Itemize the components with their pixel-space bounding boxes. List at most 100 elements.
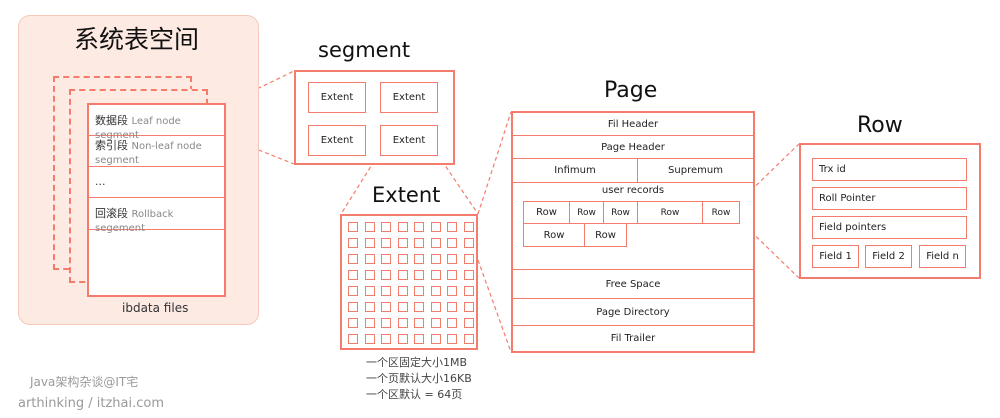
watermark-line-2: arthinking / itzhai.com: [18, 396, 165, 411]
extent-page-cell: [430, 270, 441, 280]
page-fil-header: Fil Header: [513, 113, 753, 136]
extent-page-cell: [463, 254, 474, 264]
extent-page-cell: [364, 302, 375, 312]
extent-page-cell: [463, 318, 474, 328]
extent-page-cell: [447, 254, 457, 264]
row-field-pointers: Field pointers: [812, 216, 967, 239]
extent-page-cell: [397, 302, 408, 312]
row-roll-pointer: Roll Pointer: [812, 187, 967, 210]
extent-page-cell: [364, 238, 375, 248]
extent-page-cell: [381, 270, 391, 280]
extent-page-cell: [463, 334, 474, 344]
record-row: Row: [569, 201, 604, 224]
segment-ellipsis: ...: [89, 167, 224, 198]
extent-page-cell: [397, 254, 408, 264]
record-row: Row: [584, 223, 627, 247]
extent-page-cell: [348, 286, 358, 296]
extent-page-cell: [364, 222, 375, 232]
page-infimum: Infimum: [513, 159, 638, 182]
page-infimum-supremum: Infimum Supremum: [513, 159, 753, 183]
extent-page-cell: [430, 334, 441, 344]
extent-page-cell: [447, 334, 457, 344]
ibdata-file: 数据段 Leaf node segment 索引段 Non-leaf node …: [87, 103, 226, 297]
row-field-1: Field 1: [812, 245, 859, 268]
extent-page-cell: [414, 270, 424, 280]
page-supremum: Supremum: [668, 165, 723, 176]
extent-page-cell: [463, 238, 474, 248]
extent-page-cell: [463, 270, 474, 280]
row-box: Trx id Roll Pointer Field pointers Field…: [799, 143, 981, 279]
watermark-line-1: Java架构杂谈@IT宅: [30, 375, 139, 389]
extent-page-cell: [430, 238, 441, 248]
extent-page-cell: [381, 302, 391, 312]
segment-extent-1: Extent: [308, 82, 366, 113]
record-row: Row: [702, 201, 740, 224]
page-user-records: user records: [601, 185, 665, 196]
extent-page-cell: [414, 238, 424, 248]
page-title: Page: [604, 78, 658, 103]
extent-page-cell: [430, 318, 441, 328]
extent-page-cell: [348, 318, 358, 328]
extent-page-cell: [463, 302, 474, 312]
extent-page-cell: [381, 254, 391, 264]
extent-page-cell: [430, 302, 441, 312]
page-fil-trailer: Fil Trailer: [610, 333, 656, 344]
extent-page-cell: [414, 334, 424, 344]
record-row: Row: [637, 201, 703, 224]
extent-page-cell: [463, 286, 474, 296]
extent-page-cell: [414, 302, 424, 312]
extent-page-cell: [414, 318, 424, 328]
segment-title: segment: [318, 38, 411, 62]
extent-page-cell: [348, 302, 358, 312]
extent-page-cell: [348, 238, 358, 248]
page-free-space: Free Space: [513, 269, 753, 299]
extent-page-cell: [463, 222, 474, 232]
row-field-2: Field 2: [865, 245, 912, 268]
extent-page-cell: [397, 270, 408, 280]
extent-page-cell: [397, 286, 408, 296]
extent-page-cell: [364, 334, 375, 344]
extent-note-page: 一个页默认大小16KB: [366, 372, 472, 385]
row-field-n: Field n: [919, 245, 966, 268]
extent-page-cell: [414, 286, 424, 296]
extent-page-cell: [447, 270, 457, 280]
extent-page-cell: [414, 254, 424, 264]
extent-page-cell: [381, 222, 391, 232]
row-trx-id: Trx id: [812, 158, 967, 181]
extent-page-cell: [397, 334, 408, 344]
extent-page-cell: [348, 222, 358, 232]
extent-note-count: 一个区默认 = 64页: [366, 388, 463, 401]
extent-title: Extent: [372, 183, 441, 207]
segment-leaf: 数据段 Leaf node segment: [89, 105, 224, 141]
extent-page-cell: [397, 238, 408, 248]
record-row: Row: [603, 201, 638, 224]
extent-page-cell: [397, 318, 408, 328]
extent-page-cell: [364, 254, 375, 264]
record-row: Row: [523, 223, 585, 247]
record-row: Row: [523, 201, 570, 224]
segment-rollback: 回滚段 Rollback segement: [89, 198, 224, 234]
ibdata-files-label: ibdata files: [122, 301, 189, 315]
system-tablespace-title: 系统表空间: [74, 25, 200, 54]
extent-page-cell: [447, 238, 457, 248]
segment-extent-4: Extent: [380, 125, 438, 156]
extent-page-cell: [447, 302, 457, 312]
extent-page-cell: [397, 222, 408, 232]
extent-page-cell: [430, 254, 441, 264]
extent-page-grid: [340, 214, 478, 350]
extent-page-cell: [447, 318, 457, 328]
extent-page-cell: [348, 270, 358, 280]
extent-page-cell: [348, 334, 358, 344]
extent-page-cell: [381, 238, 391, 248]
segment-nonleaf: 索引段 Non-leaf node segment: [89, 136, 224, 167]
extent-page-cell: [430, 222, 441, 232]
extent-page-cell: [348, 254, 358, 264]
page-page-header: Page Header: [513, 136, 753, 159]
extent-page-cell: [447, 286, 457, 296]
segment-box: Extent Extent Extent Extent: [294, 70, 455, 165]
page-page-directory: Page Directory: [513, 299, 753, 326]
row-title: Row: [857, 113, 903, 138]
extent-page-cell: [447, 222, 457, 232]
segment-extent-2: Extent: [380, 82, 438, 113]
